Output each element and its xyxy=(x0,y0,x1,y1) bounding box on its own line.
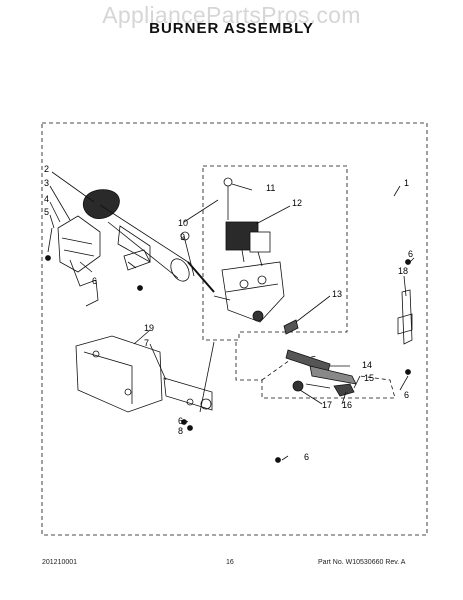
leader-lines xyxy=(47,171,415,461)
assembly-boundary xyxy=(41,122,428,536)
callout-9: 9 xyxy=(180,232,185,242)
screw xyxy=(187,425,193,431)
callout-11: 11 xyxy=(266,183,275,193)
callout-16: 16 xyxy=(342,400,352,410)
valve-group-boundary xyxy=(202,165,348,341)
orifice xyxy=(283,319,299,335)
callout-labels: 2 3 4 5 6 6 6 6 6 6 7 8 9 10 11 12 13 14… xyxy=(44,164,413,462)
callout-10: 10 xyxy=(178,218,188,228)
callout-5: 5 xyxy=(44,207,49,217)
watermark-text: AppliancePartsPros.com xyxy=(102,2,361,28)
mounting-bracket xyxy=(75,335,163,413)
igniter-group-boundary xyxy=(235,342,396,399)
callout-17: 17 xyxy=(322,400,332,410)
footer-page-number: 16 xyxy=(226,559,234,566)
callout-3: 3 xyxy=(44,178,49,188)
screw xyxy=(275,457,281,463)
footer-doc-number: 201210001 xyxy=(42,559,78,566)
mounting-clip xyxy=(397,259,413,375)
callout-4: 4 xyxy=(44,194,49,204)
callout-6e: 6 xyxy=(304,452,309,462)
callout-8: 8 xyxy=(178,426,183,436)
callout-18: 18 xyxy=(398,266,408,276)
callout-6a: 6 xyxy=(92,276,97,286)
callout-6d: 6 xyxy=(178,416,183,426)
burner-support xyxy=(163,341,215,413)
callout-19: 19 xyxy=(144,323,154,333)
callout-6b: 6 xyxy=(408,249,413,259)
callout-14: 14 xyxy=(362,360,372,370)
footer-part-number: Part No. W10530660 Rev. A xyxy=(318,559,406,566)
page-title: BURNER ASSEMBLY xyxy=(149,20,314,37)
igniter xyxy=(285,349,357,397)
burner-bracket xyxy=(45,215,101,307)
valve-screw xyxy=(223,177,233,220)
callout-13: 13 xyxy=(332,289,342,299)
gas-pipe xyxy=(187,261,215,293)
screw xyxy=(137,285,143,291)
valve-coil xyxy=(225,221,271,267)
callout-15: 15 xyxy=(364,373,374,383)
callout-7: 7 xyxy=(144,338,149,348)
callout-2: 2 xyxy=(44,164,49,174)
flame-sensor xyxy=(123,249,151,271)
callout-1: 1 xyxy=(404,178,409,188)
gas-valve xyxy=(213,261,285,323)
callout-12: 12 xyxy=(292,198,302,208)
callout-6c: 6 xyxy=(404,390,409,400)
